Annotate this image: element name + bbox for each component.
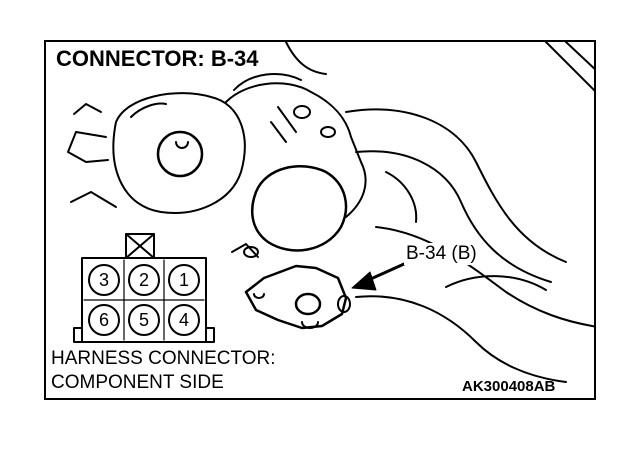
figure-code: AK300408AB (462, 378, 556, 395)
caption-line-2: COMPONENT SIDE (51, 372, 226, 394)
pin-2: 2 (138, 269, 149, 290)
sensor-drawing (231, 243, 351, 330)
connector-face-diagram (73, 233, 215, 343)
hose-drawing (285, 42, 594, 383)
diagram-title: CONNECTOR: B-34 (54, 46, 263, 74)
callout-label: B-34 (B) (404, 243, 479, 265)
pin-1: 1 (178, 269, 189, 290)
engine-illustration (67, 42, 594, 383)
pin-3: 3 (98, 269, 109, 290)
throttle-body-drawing (67, 92, 246, 214)
housing-drawing (225, 73, 367, 258)
caption-line-1: HARNESS CONNECTOR: (51, 348, 278, 370)
pin-4: 4 (178, 309, 189, 330)
callout-arrowhead (351, 271, 377, 291)
pin-6: 6 (98, 309, 109, 330)
figure-frame: 3 2 1 6 5 4 CONNECTOR: B-34 B-34 (B) HAR… (44, 40, 596, 400)
pin-5: 5 (138, 309, 149, 330)
